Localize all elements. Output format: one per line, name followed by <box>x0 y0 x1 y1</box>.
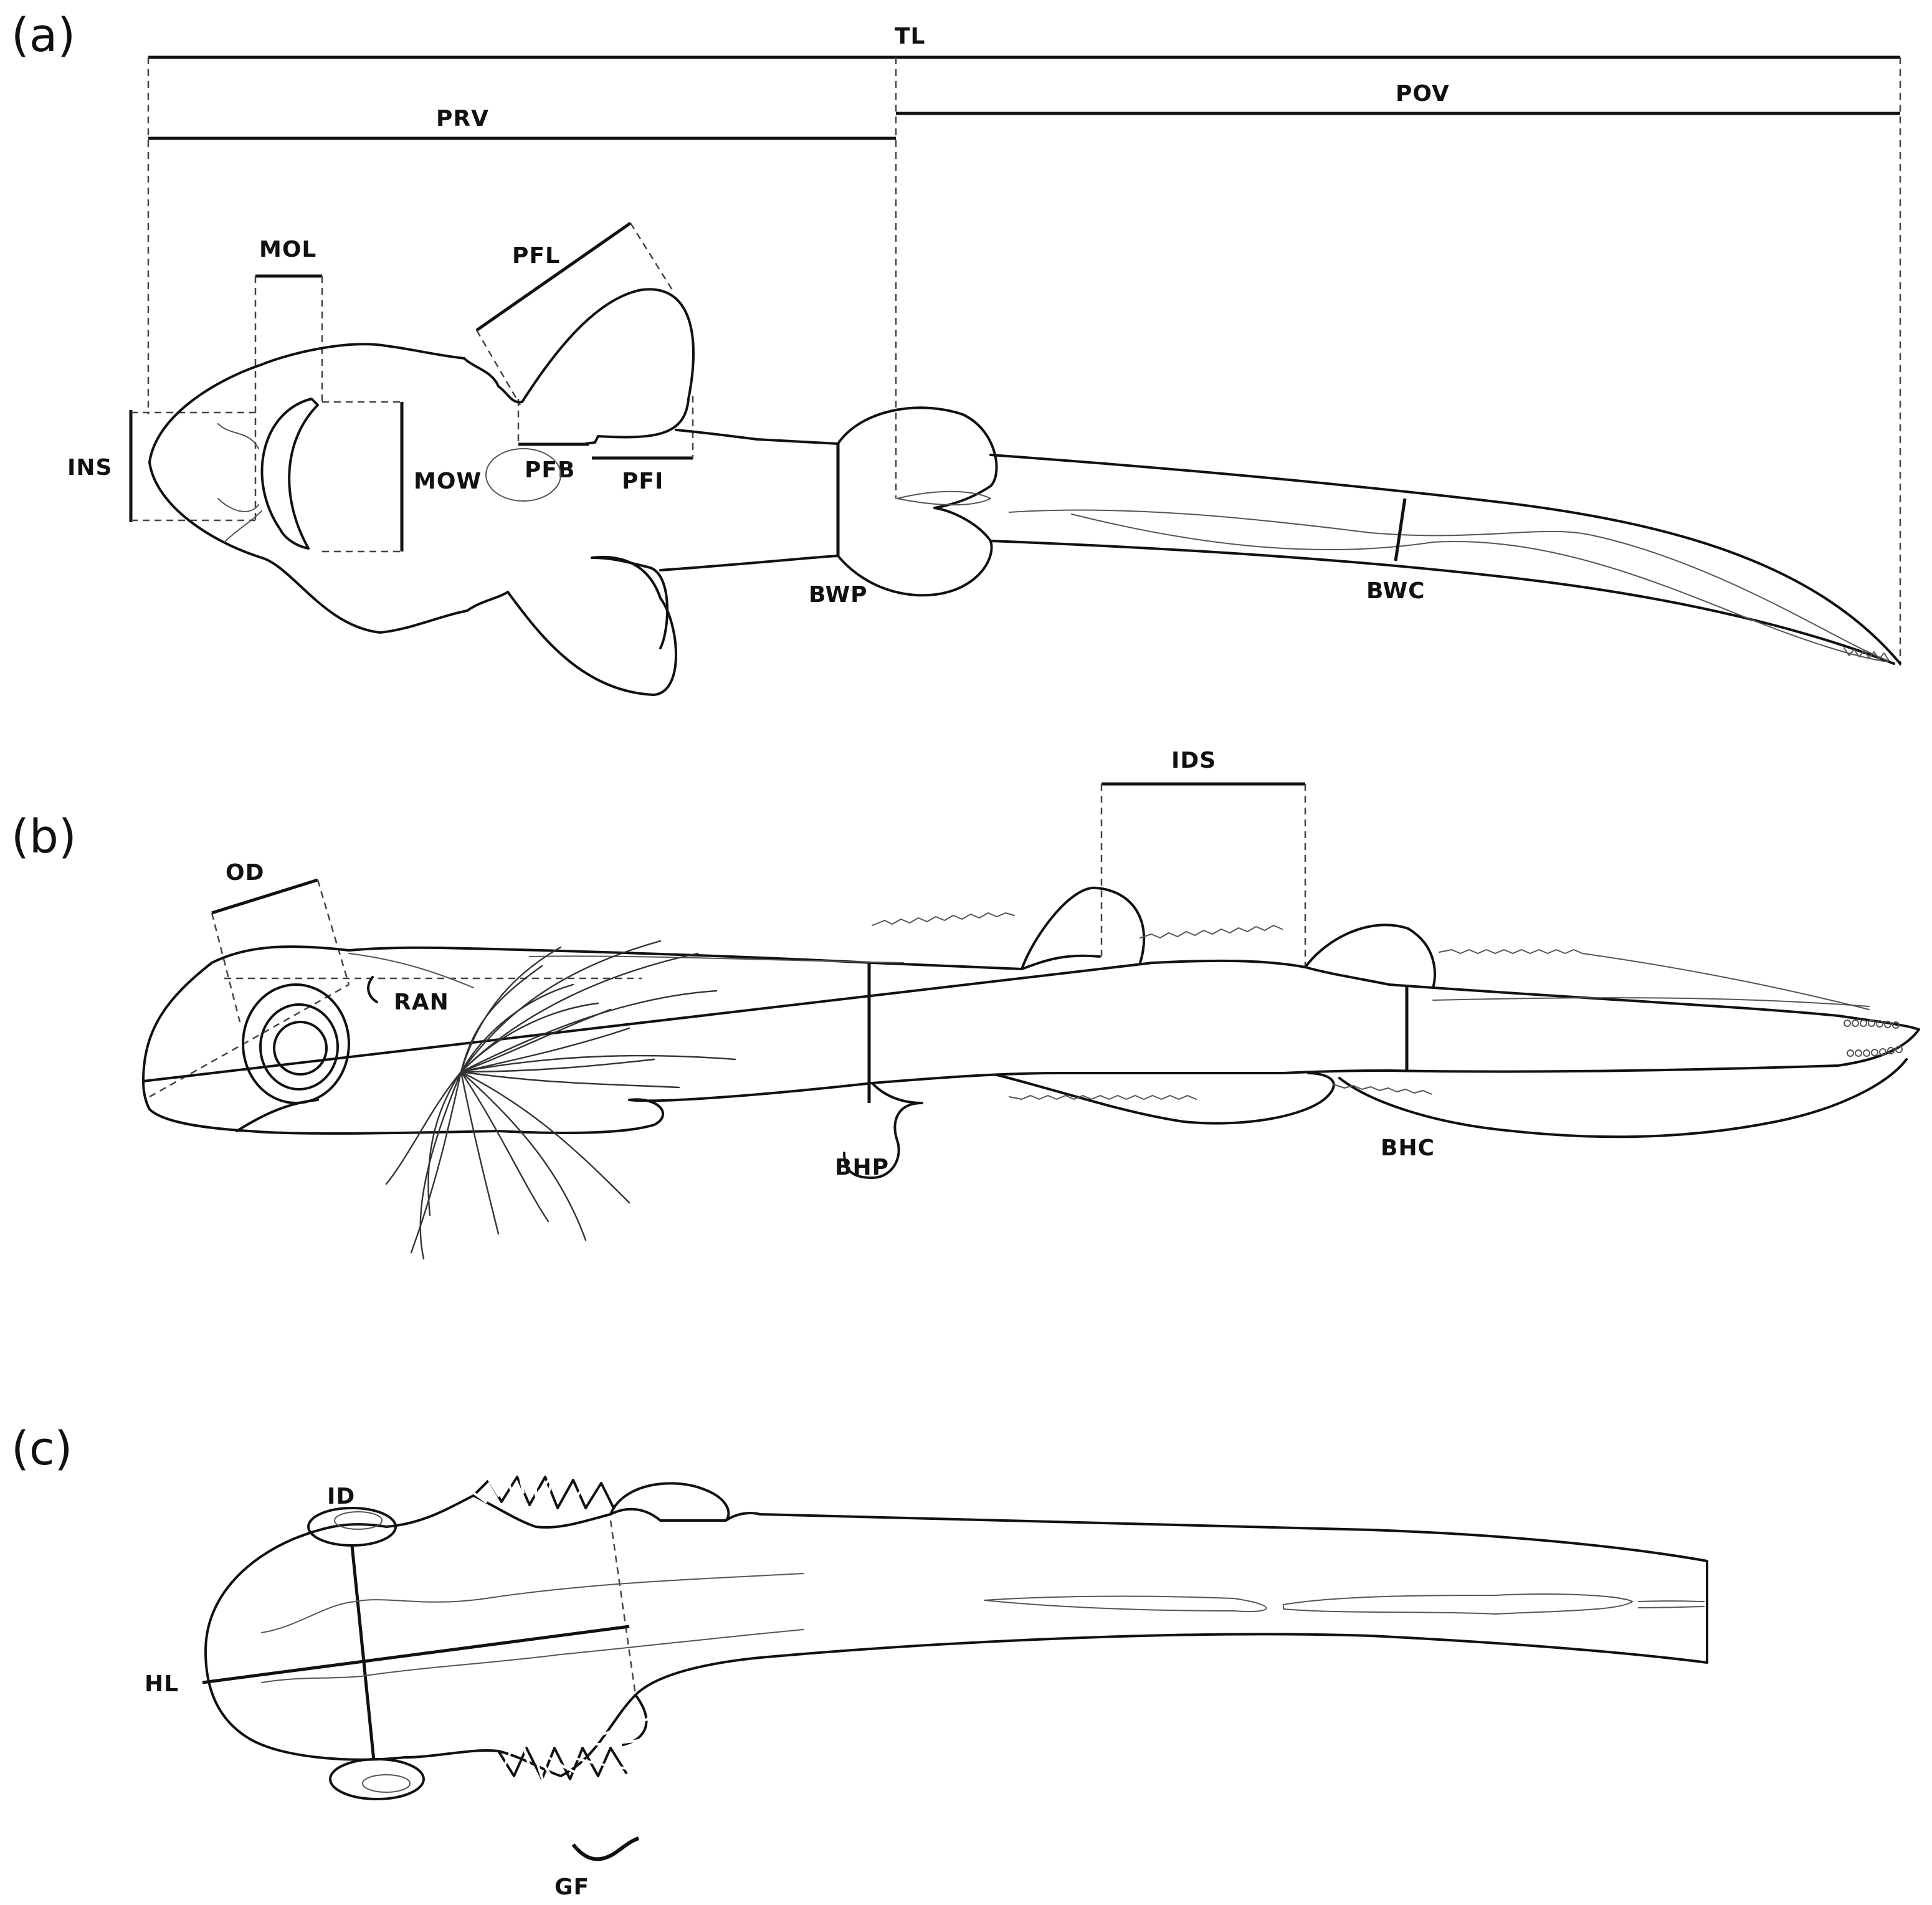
pfi-label: PFI <box>622 469 664 494</box>
pfl-left-extension <box>475 330 521 406</box>
body-outline-ventral <box>204 1494 1708 1777</box>
nostril-mark <box>367 976 378 1003</box>
pfl-label: PFL <box>512 243 560 269</box>
panel-c-label: (c) <box>11 1422 72 1476</box>
eye-left-pupil <box>334 1511 383 1530</box>
mow-label: MOW <box>414 469 482 494</box>
bhp-label: BHP <box>835 1155 889 1180</box>
pectoral-fin-top <box>521 288 695 445</box>
gill-folds-upper <box>472 1476 615 1509</box>
panel-b-label: (b) <box>11 810 77 864</box>
gf-label: GF <box>554 1874 589 1900</box>
external-gill-filaments-ventral <box>422 1326 736 1871</box>
prv-label: PRV <box>436 106 489 131</box>
pfb-label: PFB <box>525 457 575 483</box>
eye-right-pupil <box>362 1774 411 1793</box>
body-outline-dorsal <box>148 343 1901 665</box>
pelvic-fin-lateral <box>843 1082 923 1179</box>
hl-label: HL <box>145 1671 179 1697</box>
pelvic-fin <box>837 406 998 597</box>
tail-ventral-fin-line <box>1071 513 1888 662</box>
panel-a-label: (a) <box>11 9 75 62</box>
od-measure-line <box>211 878 318 915</box>
dorsal-fin-second <box>1304 924 1436 989</box>
panel-a: (a) TL PRV POV MOL PFL INS MOW <box>11 9 1901 696</box>
spiracle-bulge-top <box>609 1482 730 1522</box>
gill-folds-lower <box>497 1747 627 1780</box>
ventral-internal-line-lower <box>261 1629 804 1683</box>
ventral-internal-line-upper <box>261 1573 804 1633</box>
head-width-measure-line <box>350 1545 376 1761</box>
pfl-measure-line <box>475 221 632 332</box>
head-sensory-lines <box>217 423 262 543</box>
pfl-right-extension <box>629 222 675 294</box>
ids-label: IDS <box>1171 748 1216 773</box>
mouth-oval <box>485 448 561 502</box>
eye-outer <box>242 983 350 1104</box>
eye-right-ventral <box>329 1758 425 1800</box>
bwc-measure-line <box>1394 498 1407 561</box>
mouth-line <box>236 1099 319 1132</box>
pov-label: POV <box>1396 81 1450 107</box>
eye-ring <box>259 1003 339 1091</box>
lateral-line <box>529 955 1870 1007</box>
external-gill-filaments-lateral <box>385 940 736 1260</box>
ran-label: RAN <box>394 990 449 1015</box>
eye-pupil <box>273 1021 328 1076</box>
tail-tip-tubercles <box>1844 1019 1903 1057</box>
id-label: ID <box>327 1484 355 1509</box>
hl-measure-line <box>202 1625 630 1684</box>
ventral-fin-lateral <box>996 1058 1908 1139</box>
dorsal-fin-first <box>1021 886 1146 970</box>
mol-label: MOL <box>259 237 316 262</box>
gf-measure-line <box>571 1836 640 1861</box>
cloaca-detail <box>897 490 991 506</box>
nostril-line <box>348 953 474 988</box>
pectoral-fin-bottom <box>507 555 677 696</box>
ins-label: INS <box>67 455 112 480</box>
od-right-extension <box>316 879 350 985</box>
tail-dorsal-fin-line <box>1009 509 1888 661</box>
fin-margin-dorsal-serrations <box>872 912 1870 1010</box>
od-left-extension <box>211 912 241 1023</box>
body-outline-lateral <box>142 945 1920 1135</box>
fin-margin-ventral-serrations <box>1009 1084 1432 1100</box>
operculum-dashed <box>609 1520 637 1696</box>
bwp-label: BWP <box>809 582 868 608</box>
bwc-label: BWC <box>1366 578 1425 604</box>
eye-arc <box>260 398 319 550</box>
bhc-label: BHC <box>1381 1135 1435 1161</box>
panel-b: (b) IDS OD BHP BHC RAN <box>11 748 1920 1260</box>
od-label: OD <box>226 860 265 886</box>
tail-tip-serrations <box>1844 647 1890 661</box>
tail-midline-segments <box>984 1593 1705 1615</box>
panel-c: (c) ID HL <box>11 1326 1708 1900</box>
tl-label: TL <box>895 24 926 49</box>
eye-diagonal-guide <box>149 983 350 1098</box>
